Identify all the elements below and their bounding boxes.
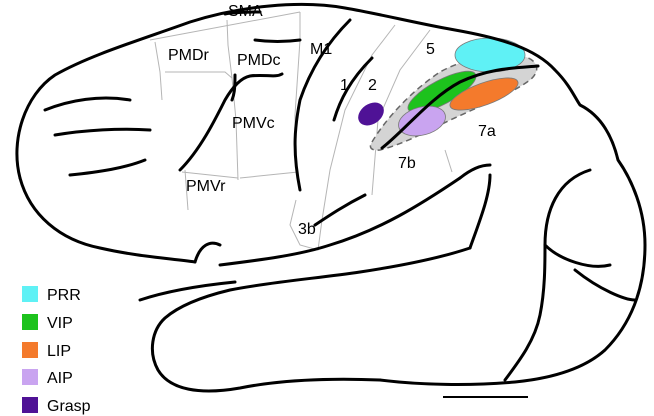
label-pmdr: PMDr (168, 47, 210, 64)
legend-label-grasp: Grasp (47, 398, 91, 415)
label-area3b: 3b (298, 221, 316, 238)
brain-outline (15, 2, 647, 393)
label-pmvr: PMVr (186, 178, 226, 195)
label-pmvc: PMVc (232, 115, 275, 132)
legend-swatch-aip (22, 369, 38, 385)
sulci (43, 10, 374, 302)
label-m1: M1 (310, 41, 332, 58)
legend-swatch-prr (22, 286, 38, 302)
label-pmdc: PMDc (237, 52, 281, 69)
intraparietal-sulcus (380, 64, 540, 150)
aip-area (398, 105, 446, 137)
legend-label-prr: PRR (47, 287, 81, 304)
label-sma: SMA (228, 3, 263, 20)
legend-label-aip: AIP (47, 370, 73, 387)
label-area7a: 7a (478, 123, 496, 140)
legend: PRR VIP LIP AIP Grasp (22, 286, 91, 415)
label-area1: 1 (340, 77, 349, 94)
lip-area (449, 77, 519, 111)
legend-swatch-lip (22, 342, 38, 358)
legend-swatch-grasp (22, 397, 38, 413)
grasp-area (358, 102, 384, 126)
legend-label-lip: LIP (47, 343, 71, 360)
label-area7b: 7b (398, 155, 416, 172)
legend-swatch-vip (22, 314, 38, 330)
legend-label-vip: VIP (47, 315, 73, 332)
label-area5: 5 (426, 41, 435, 58)
label-area2: 2 (368, 77, 377, 94)
parietal-region-borders (289, 24, 453, 251)
